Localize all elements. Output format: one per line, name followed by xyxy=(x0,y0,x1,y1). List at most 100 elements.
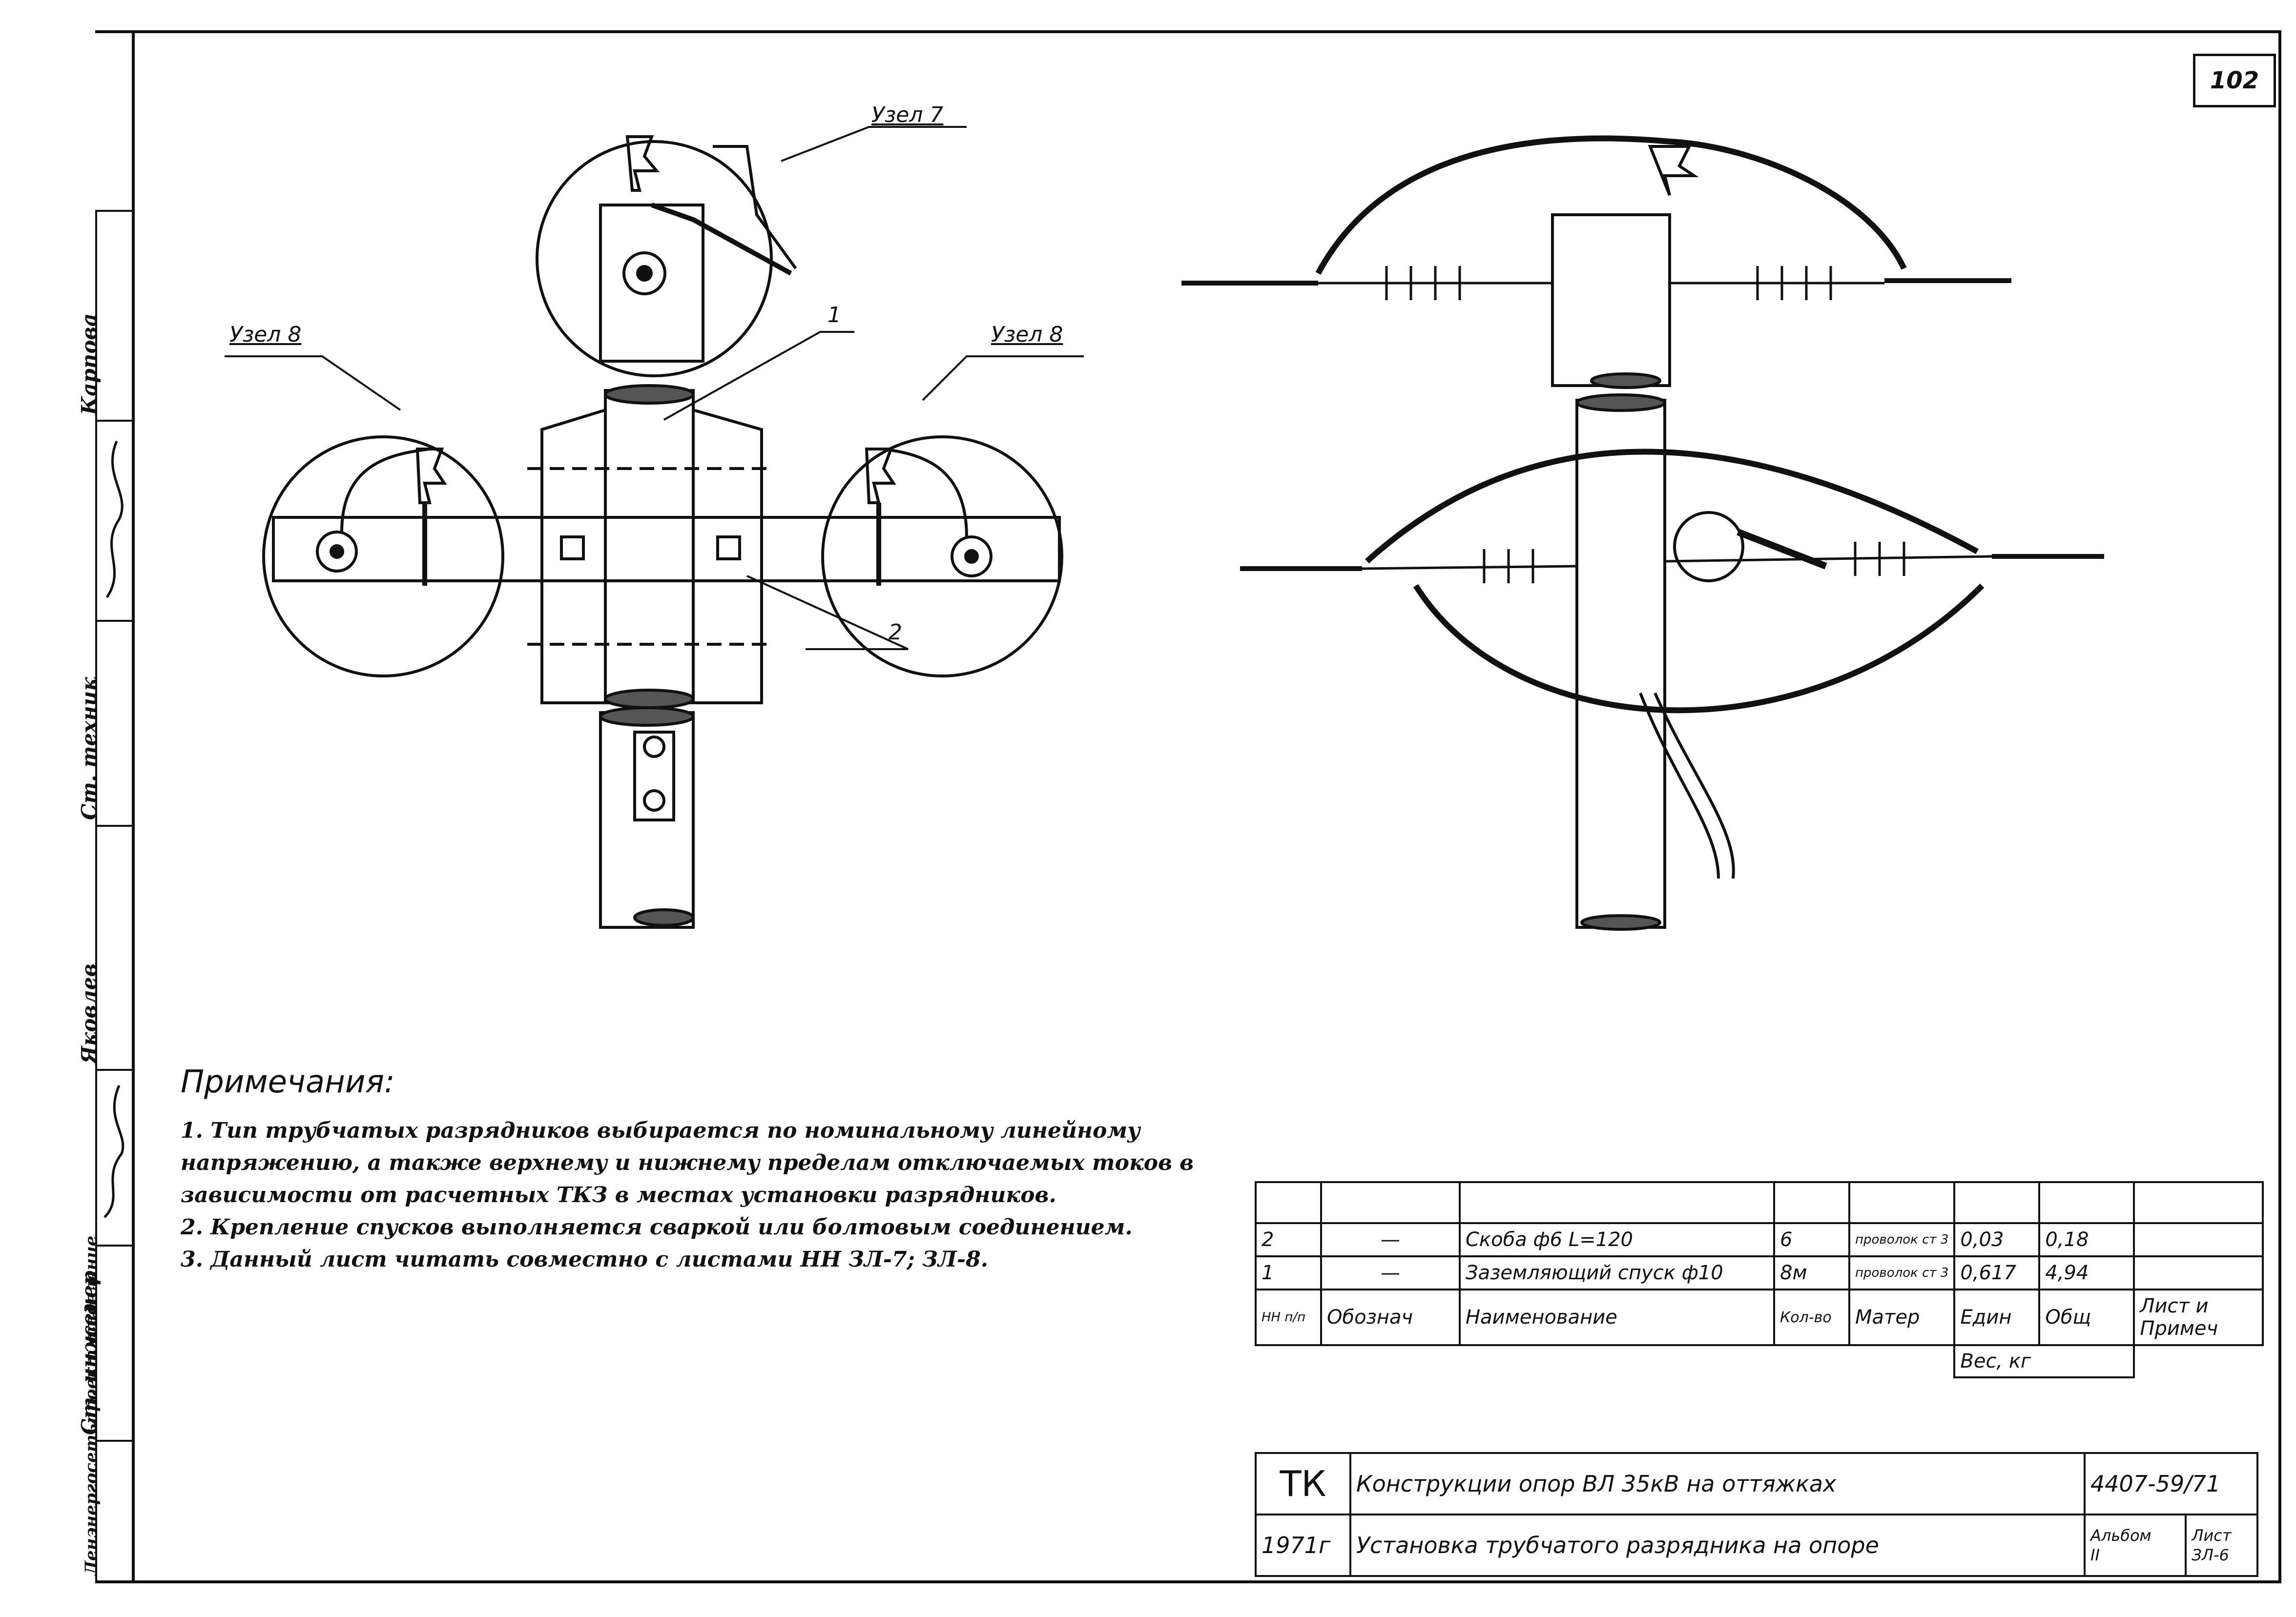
insulator-discs-top xyxy=(1385,266,1832,300)
node8-left-label: Узел 8 xyxy=(229,322,302,347)
header-num: НН п/п xyxy=(1255,1289,1322,1346)
frame-left-border xyxy=(132,30,135,1583)
pole-cut-section xyxy=(604,689,695,709)
signature-cell xyxy=(97,420,134,620)
header-material: Матер xyxy=(1848,1289,1956,1346)
sheet-value: ЗЛ-6 xyxy=(2192,1546,2229,1564)
table-header-row: НН п/п Обознач Наименование Кол-во Матер… xyxy=(1255,1289,2264,1346)
signature-cell xyxy=(97,1069,134,1245)
node8-left-circle xyxy=(262,435,504,677)
bracket-plate xyxy=(633,731,675,821)
pole-upper xyxy=(604,389,695,704)
pole-section xyxy=(1575,393,1666,412)
signature-scribble-icon xyxy=(105,441,124,598)
insulator-icon xyxy=(415,448,447,504)
bolt-square-icon xyxy=(716,535,741,560)
title-block: ТК Конструкции опор ВЛ 35кВ на оттяжках … xyxy=(1255,1452,2258,1577)
sheet-label: Лист xyxy=(2192,1526,2232,1545)
leader-line xyxy=(663,331,854,421)
item2-callout: 2 xyxy=(889,620,902,645)
frame-right-border xyxy=(2278,30,2281,1583)
signature-scribble-icon xyxy=(103,1085,124,1218)
note-item: 1. Тип трубчатых разрядников выбирается … xyxy=(181,1118,1194,1208)
drawing-code: 4407-59/71 xyxy=(2084,1452,2258,1515)
node7-label: Узел 7 xyxy=(871,102,944,127)
signature-cell: Ст. инженер xyxy=(77,1245,134,1440)
ground-lead xyxy=(340,448,430,532)
frame-bottom-border xyxy=(95,1580,2281,1583)
jumper-loop-upper xyxy=(1365,449,1979,564)
table-row: 2 — Скоба ф6 L=120 6 проволок ст 3 0,03 … xyxy=(1255,1222,2264,1257)
crossarm-right-plate xyxy=(692,408,763,704)
cell-unit-weight: 0,617 xyxy=(1953,1255,2041,1290)
bolt-icon xyxy=(643,789,665,812)
node8-right-circle xyxy=(821,435,1063,677)
sheet-number: 102 xyxy=(2193,54,2276,107)
cell-note xyxy=(2133,1255,2264,1290)
project-title: Конструкции опор ВЛ 35кВ на оттяжках xyxy=(1349,1452,2086,1515)
album-label: Альбом xyxy=(2090,1526,2151,1545)
pole-top xyxy=(1551,213,1671,387)
leader-line xyxy=(781,126,967,162)
notes-title: Примечания: xyxy=(181,1064,395,1100)
insulator-icon xyxy=(1648,145,1699,196)
pole-section xyxy=(1580,914,1661,931)
signature-cell: Карпова xyxy=(77,210,134,420)
cell-total-weight: 4,94 xyxy=(2038,1255,2135,1290)
cell-note xyxy=(2133,1222,2264,1257)
signature-cell: Яковлев xyxy=(77,825,134,1069)
cell-num: 2 xyxy=(1255,1222,1322,1257)
header-total: Общ xyxy=(2038,1289,2135,1346)
pole-lower-section xyxy=(599,706,695,727)
album-value: II xyxy=(2090,1546,2100,1564)
table-row: 1 — Заземляющий спуск ф10 8м проволок ст… xyxy=(1255,1255,2264,1290)
org-mark: ТК xyxy=(1255,1452,1351,1515)
cell-name: Заземляющий спуск ф10 xyxy=(1459,1255,1775,1290)
cell-total-weight: 0,18 xyxy=(2038,1222,2135,1257)
pole-body xyxy=(1575,399,1666,929)
cell-designation: — xyxy=(1320,1222,1461,1257)
crossarm-left-plate xyxy=(540,408,607,704)
header-note: Лист и Примеч xyxy=(2133,1289,2264,1346)
specification-table: 2 — Скоба ф6 L=120 6 проволок ст 3 0,03 … xyxy=(1255,1181,2264,1378)
node7-pole-piece xyxy=(599,204,704,363)
title-row: ТК Конструкции опор ВЛ 35кВ на оттяжках … xyxy=(1255,1452,2258,1515)
horizontal-bar xyxy=(272,516,1061,582)
cell-designation: — xyxy=(1320,1255,1461,1290)
node7-circle xyxy=(536,140,773,377)
frame-top-border xyxy=(95,30,2281,33)
node8-right-label: Узел 8 xyxy=(991,322,1063,347)
header-unit: Един xyxy=(1953,1289,2041,1346)
insulator-discs-bottom xyxy=(1483,542,1905,583)
signature-strip: Карпова Ст. техник Яковлев Ст. инженер Л… xyxy=(77,210,134,1580)
arrester-tube xyxy=(651,203,792,276)
header-qty: Кол-во xyxy=(1773,1289,1850,1346)
note-item: 3. Данный лист читать совместно с листам… xyxy=(181,1247,989,1272)
ground-lead xyxy=(713,145,797,269)
insulator-string-right-bottom xyxy=(1664,555,1992,563)
jumper-loop-lower xyxy=(1413,583,1985,714)
sheet-title: Установка трубчатого разрядника на опоре xyxy=(1349,1514,2086,1577)
cell-unit-weight: 0,03 xyxy=(1953,1222,2041,1257)
title-row: 1971г Установка трубчатого разрядника на… xyxy=(1255,1514,2258,1577)
jumper-loop-top xyxy=(1315,135,1907,275)
right-elevation-view xyxy=(1181,135,2104,931)
leader-line xyxy=(225,355,401,411)
note-item: 2. Крепление спусков выполняется сваркой… xyxy=(181,1215,1133,1240)
signature-cell: Ленэнергосетьпроект отделение xyxy=(82,1236,134,1580)
insulator-icon xyxy=(625,135,660,192)
leader-line xyxy=(746,575,909,650)
cell-qty: 8м xyxy=(1773,1255,1850,1290)
year: 1971г xyxy=(1255,1514,1351,1577)
sheet-cell: Лист ЗЛ-6 xyxy=(2185,1514,2258,1577)
header-designation: Обознач xyxy=(1320,1289,1461,1346)
pole-section xyxy=(1590,372,1661,389)
ground-lead xyxy=(883,448,968,537)
insulator-icon xyxy=(865,448,896,504)
ground-lead xyxy=(1639,692,1720,879)
notes-block: Примечания: 1. Тип трубчатых разрядников… xyxy=(181,1064,1240,1276)
leader-line xyxy=(922,355,1084,401)
header-name: Наименование xyxy=(1459,1289,1775,1346)
cell-name: Скоба ф6 L=120 xyxy=(1459,1222,1775,1257)
item1-callout: 1 xyxy=(827,303,841,327)
